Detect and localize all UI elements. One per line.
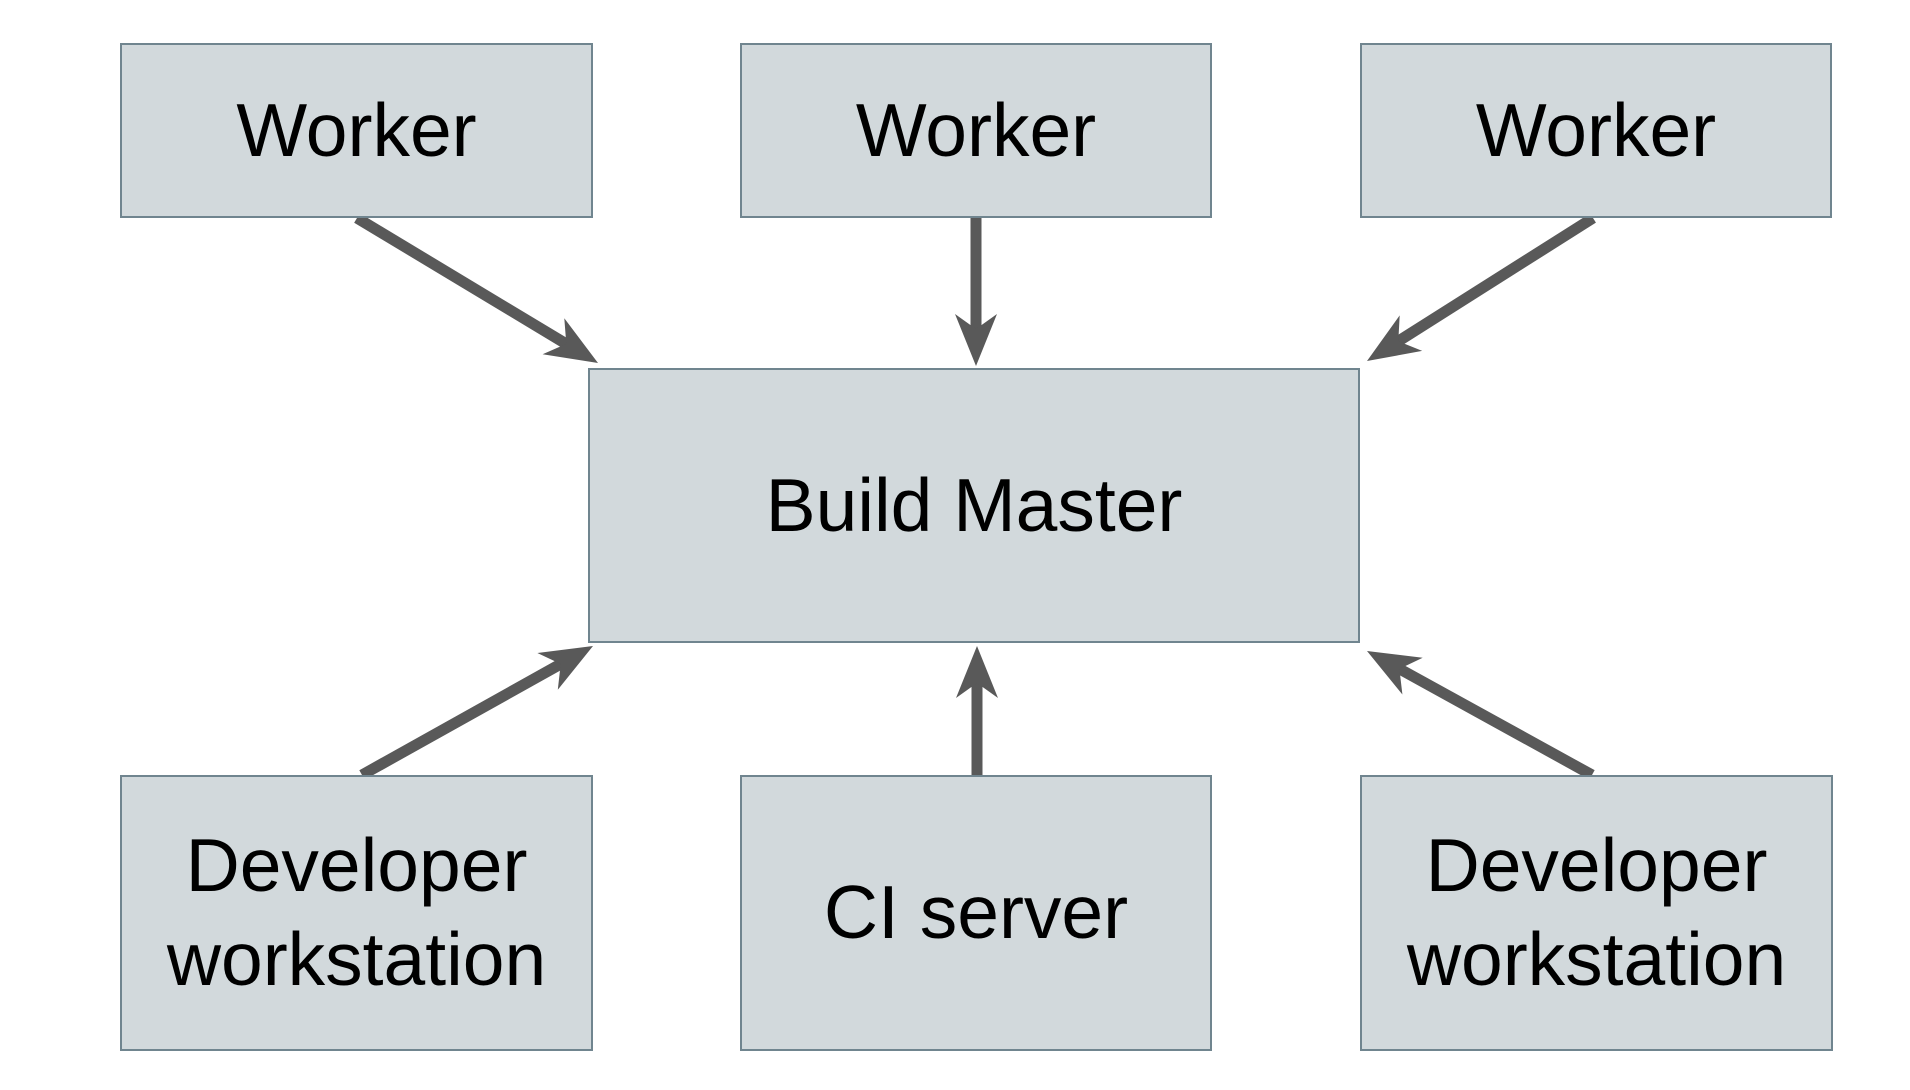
node-developer-workstation-1-label: Developer workstation xyxy=(166,823,547,1001)
arrow-head-worker-1-to-build-master xyxy=(542,318,598,363)
node-worker-1: Worker xyxy=(120,43,593,218)
node-worker-3: Worker xyxy=(1360,43,1832,218)
arrow-head-ci-server-to-build-master xyxy=(956,646,998,698)
arrow-shaft-worker-3-to-build-master xyxy=(1393,213,1596,347)
arrow-head-worker-3-to-build-master xyxy=(1367,315,1423,361)
node-ci-server-label: CI server xyxy=(823,870,1129,955)
node-build-master-label: Build Master xyxy=(765,462,1183,547)
node-ci-server: CI server xyxy=(740,775,1212,1051)
node-developer-workstation-2: Developer workstation xyxy=(1360,775,1833,1051)
node-worker-3-label: Worker xyxy=(1475,87,1717,172)
node-worker-1-label: Worker xyxy=(236,87,477,172)
arrow-head-developer-workstation-1-to-build-master xyxy=(537,646,593,690)
node-developer-workstation-1: Developer workstation xyxy=(120,775,593,1051)
node-build-master: Build Master xyxy=(588,368,1360,643)
arrow-shaft-worker-1-to-build-master xyxy=(354,213,571,350)
arrow-head-worker-2-to-build-master xyxy=(955,314,997,366)
arrow-head-developer-workstation-2-to-build-master xyxy=(1367,651,1423,695)
arrow-shaft-developer-workstation-2-to-build-master xyxy=(1395,663,1595,780)
node-worker-2-label: Worker xyxy=(855,87,1097,172)
arrow-shaft-developer-workstation-1-to-build-master xyxy=(359,658,566,780)
node-worker-2: Worker xyxy=(740,43,1212,218)
node-developer-workstation-2-label: Developer workstation xyxy=(1406,823,1787,1001)
